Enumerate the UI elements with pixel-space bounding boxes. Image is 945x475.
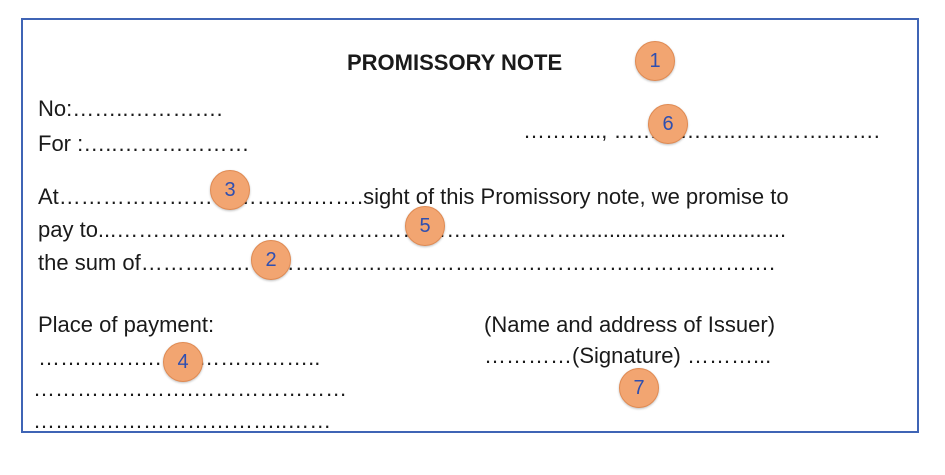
callout-badge-3: 3 (210, 170, 250, 210)
callout-badge-2: 2 (251, 240, 291, 280)
for-field-line: For :…..……………… (38, 131, 250, 156)
no-field-line: No:……..…………. (38, 96, 223, 121)
place-of-payment-line-3: ……………………………..…… (33, 408, 332, 433)
callout-badge-5: 5 (405, 206, 445, 246)
callout-badge-4: 4 (163, 342, 203, 382)
place-date-line: ……….., ……………..………….……. (523, 118, 880, 143)
promissory-note-frame (21, 18, 919, 433)
callout-badge-7: 7 (619, 368, 659, 408)
document-title: PROMISSORY NOTE (347, 50, 563, 75)
callout-badge-1: 1 (635, 41, 675, 81)
place-of-payment-label: Place of payment: (38, 312, 215, 337)
callout-badge-6: 6 (648, 104, 688, 144)
sight-term-line: At………………………….….…….sight of this Promisso… (38, 184, 789, 209)
sum-line: the sum of……………………………….………………………………….………… (38, 250, 776, 275)
signature-line: …………(Signature) ………... (484, 343, 772, 368)
issuer-label: (Name and address of Issuer) (484, 312, 776, 337)
